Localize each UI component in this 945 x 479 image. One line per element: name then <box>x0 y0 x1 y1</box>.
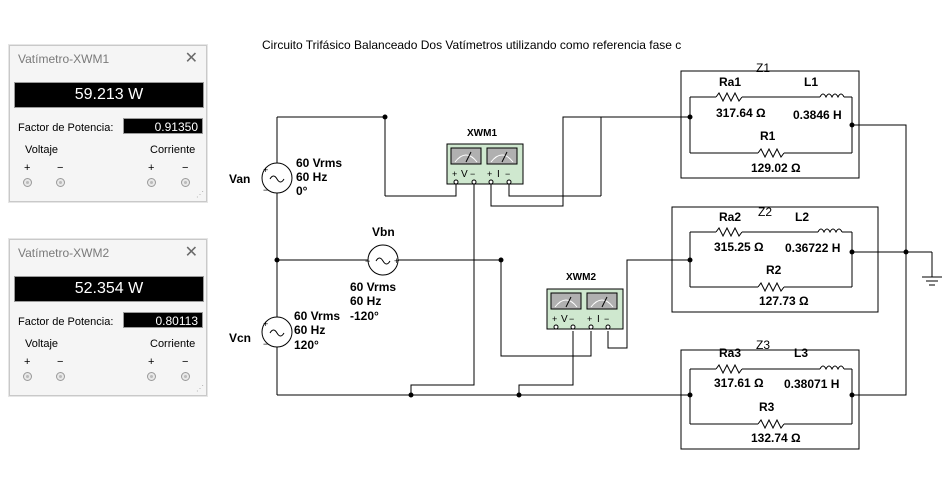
load-z2-ra-name: Ra2 <box>719 210 741 224</box>
current-plus-sign: + <box>148 162 155 174</box>
svg-text:+: + <box>487 169 492 179</box>
close-icon[interactable]: ✕ <box>184 244 198 261</box>
voltage-minus-terminal[interactable] <box>56 178 65 187</box>
current-minus-terminal[interactable] <box>181 372 190 381</box>
power-factor-label: Factor de Potencia: <box>18 316 114 328</box>
source-van-phase: 0° <box>296 184 308 198</box>
wattmeter-block-xwm2-v-label: V <box>561 314 568 325</box>
voltage-source-van: + − <box>261 117 293 195</box>
resize-grip-icon[interactable]: ⋰ <box>196 384 204 393</box>
load-z2-ra-value: 315.25 Ω <box>714 240 764 254</box>
voltage-minus-sign: − <box>57 162 64 174</box>
panel-title: Vatímetro-XWM1 <box>18 52 110 66</box>
current-minus-terminal[interactable] <box>181 178 190 187</box>
wattmeter-panel-xwm1[interactable]: Vatímetro-XWM1 ✕ 59.213 W Factor de Pote… <box>9 45 207 202</box>
power-factor-value: 0.80113 <box>123 312 203 328</box>
source-vcn-frequency: 60 Hz <box>294 323 325 337</box>
wattmeter-block-xwm2: + − + − <box>546 288 624 330</box>
voltage-source-vbn: − + <box>365 244 399 276</box>
voltage-plus-terminal[interactable] <box>23 178 32 187</box>
svg-text:+: + <box>552 314 557 324</box>
wattmeter-block-xwm1-name: XWM1 <box>467 128 497 139</box>
svg-text:−: − <box>604 314 609 324</box>
wattmeter-block-xwm2-i-label: I <box>597 314 600 325</box>
current-plus-terminal[interactable] <box>147 178 156 187</box>
load-z3-l-name: L3 <box>794 346 808 360</box>
source-van-voltage: 60 Vrms <box>296 156 342 170</box>
svg-text:−: − <box>263 185 268 195</box>
load-z1-ra-value: 317.64 Ω <box>716 106 766 120</box>
load-z2 <box>671 206 879 313</box>
load-z1-ra-name: Ra1 <box>719 75 741 89</box>
svg-text:−: − <box>569 314 574 324</box>
load-z3-name: Z3 <box>756 338 770 352</box>
source-vbn-voltage: 60 Vrms <box>350 280 396 294</box>
source-vbn-name: Vbn <box>372 225 395 239</box>
source-vbn-phase: -120° <box>350 309 379 323</box>
source-van-name: Van <box>229 172 250 186</box>
voltage-minus-sign: − <box>57 356 64 368</box>
load-z2-l-value: 0.36722 H <box>785 241 840 255</box>
voltage-source-vcn: + − <box>261 316 293 349</box>
wattmeter-block-xwm1-v-label: V <box>461 169 468 180</box>
diagram-title: Circuito Trifásico Balanceado Dos Vatíme… <box>262 38 681 52</box>
load-z2-l-name: L2 <box>795 210 809 224</box>
load-z3-ra-value: 317.61 Ω <box>714 376 764 390</box>
voltage-label: Voltaje <box>25 144 59 156</box>
load-z3-r-name: R3 <box>759 400 775 414</box>
source-vbn-frequency: 60 Hz <box>350 294 381 308</box>
load-z2-name: Z2 <box>758 205 772 219</box>
voltage-plus-terminal[interactable] <box>23 372 32 381</box>
power-factor-value: 0.91350 <box>123 118 203 134</box>
load-z1-r-value: 129.02 Ω <box>751 161 801 175</box>
close-icon[interactable]: ✕ <box>184 50 198 67</box>
load-z3-ra-name: Ra3 <box>719 346 741 360</box>
svg-text:+: + <box>452 169 457 179</box>
power-factor-label: Factor de Potencia: <box>18 122 114 134</box>
source-vcn-name: Vcn <box>229 331 251 345</box>
load-z2-r-value: 127.73 Ω <box>759 294 809 308</box>
source-van-frequency: 60 Hz <box>296 170 327 184</box>
voltage-minus-terminal[interactable] <box>56 372 65 381</box>
svg-text:+: + <box>263 165 268 175</box>
current-label: Corriente <box>150 144 196 156</box>
svg-text:+: + <box>394 256 399 266</box>
svg-text:−: − <box>365 256 370 266</box>
source-vcn-voltage: 60 Vrms <box>294 309 340 323</box>
current-minus-sign: − <box>182 162 189 174</box>
voltage-plus-sign: + <box>24 356 31 368</box>
load-z1-name: Z1 <box>756 61 770 75</box>
power-reading: 52.354 W <box>14 276 204 302</box>
svg-text:−: − <box>505 169 510 179</box>
wattmeter-block-xwm2-name: XWM2 <box>566 272 596 283</box>
svg-text:+: + <box>587 314 592 324</box>
load-z1-l-value: 0.3846 H <box>793 108 842 122</box>
panel-title: Vatímetro-XWM2 <box>18 246 110 260</box>
wattmeter-panel-xwm2[interactable]: Vatímetro-XWM2 ✕ 52.354 W Factor de Pote… <box>9 239 207 396</box>
load-z1 <box>680 70 860 179</box>
voltage-plus-sign: + <box>24 162 31 174</box>
load-z1-l-name: L1 <box>804 75 818 89</box>
load-z1-r-name: R1 <box>760 129 776 143</box>
current-minus-sign: − <box>182 356 189 368</box>
wattmeter-block-xwm1-i-label: I <box>497 169 500 180</box>
load-z3-l-value: 0.38071 H <box>784 377 839 391</box>
current-label: Corriente <box>150 338 196 350</box>
ground-icon <box>922 252 942 286</box>
wattmeter-block-xwm1: + − + − <box>446 143 524 185</box>
source-vcn-phase: 120° <box>294 338 319 352</box>
load-z2-r-name: R2 <box>766 263 782 277</box>
current-plus-terminal[interactable] <box>147 372 156 381</box>
voltage-label: Voltaje <box>25 338 59 350</box>
power-reading: 59.213 W <box>14 82 204 108</box>
resize-grip-icon[interactable]: ⋰ <box>196 190 204 199</box>
svg-text:−: − <box>470 169 475 179</box>
svg-text:−: − <box>263 339 268 349</box>
load-z3-r-value: 132.74 Ω <box>751 431 801 445</box>
current-plus-sign: + <box>148 356 155 368</box>
svg-text:+: + <box>263 319 268 329</box>
